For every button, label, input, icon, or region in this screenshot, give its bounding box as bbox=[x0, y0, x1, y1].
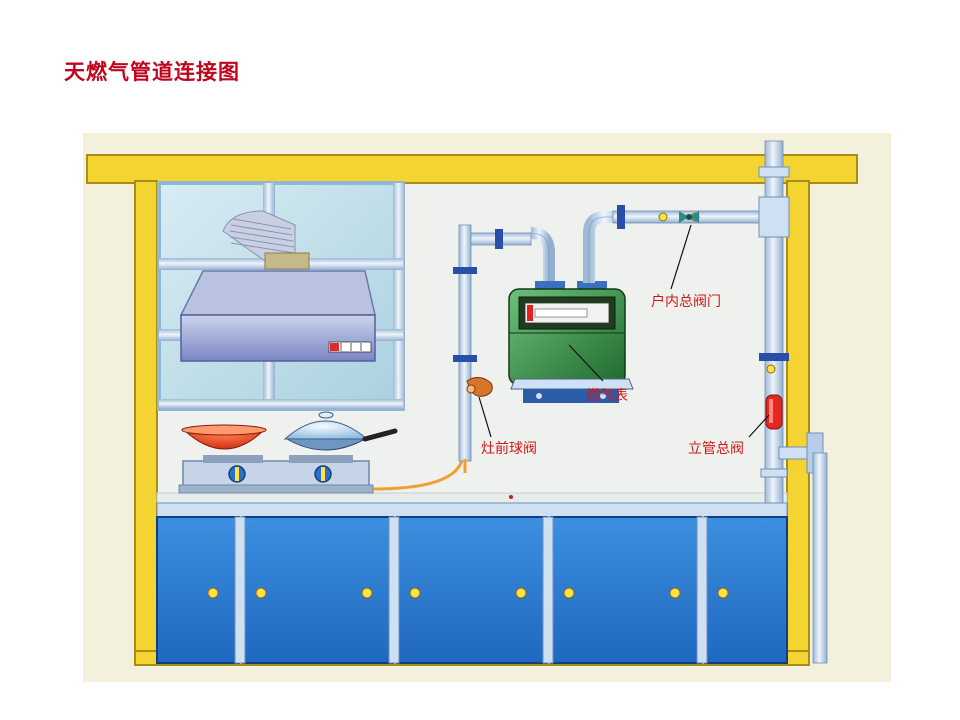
gas-meter bbox=[508, 281, 634, 403]
red-wok bbox=[181, 424, 267, 450]
label-household-main-valve: 户内总阀门 bbox=[651, 294, 721, 310]
label-riser-main-valve: 立管总阀 bbox=[688, 441, 744, 457]
blue-wok bbox=[283, 411, 398, 451]
riser-main-valve bbox=[765, 394, 783, 430]
label-stove-ball-valve: 灶前球阀 bbox=[481, 441, 537, 457]
diagram-canvas bbox=[83, 133, 891, 682]
pipe-brackets bbox=[453, 267, 477, 362]
range-hood bbox=[179, 210, 376, 362]
branch-pipe bbox=[458, 224, 472, 462]
gas-stove bbox=[178, 455, 374, 494]
household-main-valve bbox=[679, 211, 699, 223]
leader-lines bbox=[478, 224, 770, 438]
wall-pipe-connector bbox=[778, 432, 828, 664]
label-gas-meter: 燃气表 bbox=[586, 388, 628, 404]
page-title: 天燃气管道连接图 bbox=[64, 60, 240, 84]
countertop bbox=[156, 492, 788, 504]
stove-ball-valve bbox=[466, 377, 493, 397]
kitchen-cabinets bbox=[156, 502, 788, 664]
gas-pipe-diagram: 户内总阀门 燃气表 灶前球阀 立管总阀 bbox=[83, 133, 891, 682]
